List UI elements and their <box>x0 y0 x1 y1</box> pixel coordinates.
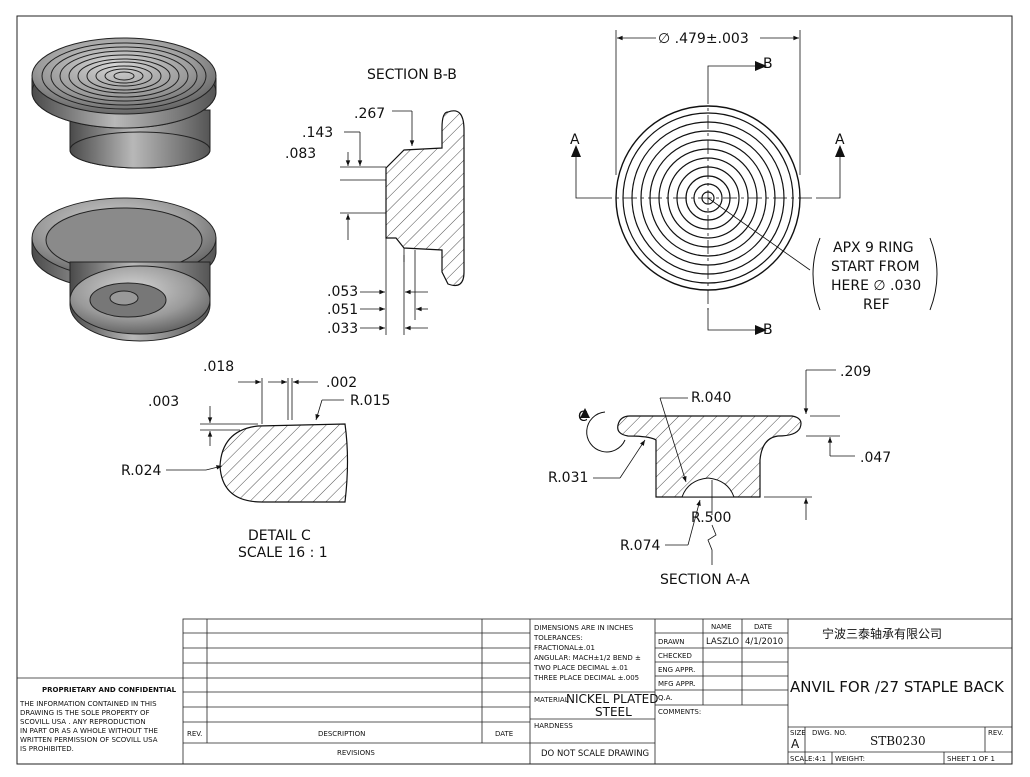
name-header: NAME <box>711 623 732 631</box>
label-a-right: A <box>835 132 845 148</box>
row-eng-appr: ENG APPR. <box>658 666 695 674</box>
dim-r500: R.500 <box>691 510 731 526</box>
description-header: DESCRIPTION <box>318 730 365 738</box>
tolerance-line: ANGULAR: MACH±1/2 BEND ± <box>534 654 641 662</box>
size-value: A <box>791 737 800 751</box>
dim-r040: R.040 <box>691 390 731 406</box>
iso-view-top <box>31 37 217 169</box>
section-aa-title: SECTION A-A <box>660 572 750 588</box>
title-block-text: PROPRIETARY AND CONFIDENTIAL THE INFORMA… <box>19 623 1005 763</box>
proprietary-line: DRAWING IS THE SOLE PROPERTY OF <box>20 709 150 717</box>
revisions-label: REVISIONS <box>337 749 375 757</box>
proprietary-line: IS PROHIBITED. <box>20 745 74 753</box>
row-checked: CHECKED <box>658 652 692 660</box>
material-value-1: NICKEL PLATED <box>566 692 658 706</box>
proprietary-heading: PROPRIETARY AND CONFIDENTIAL <box>42 686 177 694</box>
sheet-label: SHEET 1 OF 1 <box>947 755 995 763</box>
part-title: ANVIL FOR /27 STAPLE BACK <box>790 678 1005 696</box>
title-block <box>17 618 1013 765</box>
row-mfg-appr: MFG APPR. <box>658 680 696 688</box>
drawn-name: LASZLO <box>706 637 739 647</box>
svg-text:HERE ∅ .030: HERE ∅ .030 <box>831 278 921 294</box>
dim-002: .002 <box>326 375 357 391</box>
dim-267: .267 <box>354 106 385 122</box>
dim-209: .209 <box>840 364 871 380</box>
rev-label: REV. <box>988 729 1003 737</box>
hardness-label: HARDNESS <box>534 722 573 730</box>
dim-143: .143 <box>302 125 333 141</box>
company-name: 宁波三泰轴承有限公司 <box>822 626 942 641</box>
section-bb: SECTION B-B .267 .143 .083 .053 <box>285 67 465 337</box>
rev-header: REV. <box>187 730 202 738</box>
date-col-header: DATE <box>754 623 772 631</box>
scale-label: SCALE:4:1 <box>790 755 826 763</box>
dim-r024: R.024 <box>121 463 161 479</box>
svg-text:START FROM: START FROM <box>831 259 920 275</box>
tolerance-line: DIMENSIONS ARE IN INCHES <box>534 624 634 632</box>
size-label: SIZE <box>790 729 806 737</box>
weight-label: WEIGHT: <box>835 755 865 763</box>
ring-note: APX 9 RING START FROM HERE ∅ .030 REF <box>831 240 921 313</box>
detail-c-title: DETAIL C <box>248 528 311 544</box>
proprietary-line: IN PART OR AS A WHOLE WITHOUT THE <box>20 727 158 735</box>
detail-c-scale: SCALE 16 : 1 <box>238 545 328 561</box>
tolerance-line: FRACTIONAL±.01 <box>534 644 595 652</box>
proprietary-line: THE INFORMATION CONTAINED IN THIS <box>19 700 157 708</box>
dim-033: .033 <box>327 321 358 337</box>
label-b-bottom: B <box>763 322 773 338</box>
detail-c-callout: C <box>578 409 588 425</box>
section-aa: C .209 .047 R.040 R.031 R.500 R.074 SECT… <box>548 364 891 588</box>
dim-051: .051 <box>327 302 358 318</box>
dim-047: .047 <box>860 450 891 466</box>
dwg-no-label: DWG. NO. <box>812 729 847 737</box>
detail-c: .018 .002 .003 R.015 R.024 DETAIL C SCAL… <box>121 359 390 561</box>
material-label: MATERIAL <box>534 696 569 704</box>
section-bb-title: SECTION B-B <box>367 67 457 83</box>
row-qa: Q.A. <box>658 694 673 702</box>
svg-text:APX 9 RING: APX 9 RING <box>833 240 914 256</box>
dim-diameter: ∅ .479±.003 <box>658 31 749 47</box>
do-not-scale: DO NOT SCALE DRAWING <box>541 749 649 759</box>
dwg-no-value: STB0230 <box>870 734 926 748</box>
label-b-top: B <box>763 56 773 72</box>
iso-view-bottom <box>31 197 217 342</box>
label-a-left: A <box>570 132 580 148</box>
dim-r074: R.074 <box>620 538 660 554</box>
tolerance-line: THREE PLACE DECIMAL ±.005 <box>533 674 639 682</box>
dim-083: .083 <box>285 146 316 162</box>
proprietary-line: WRITTEN PERMISSION OF SCOVILL USA <box>20 736 158 744</box>
material-value-2: STEEL <box>595 705 632 719</box>
proprietary-line: SCOVILL USA . ANY REPRODUCTION <box>20 718 146 726</box>
tolerance-line: TWO PLACE DECIMAL ±.01 <box>533 664 628 672</box>
front-view: ∅ .479±.003 B B A A APX <box>570 30 938 338</box>
dim-r015: R.015 <box>350 393 390 409</box>
dim-003: .003 <box>148 394 179 410</box>
drawn-date: 4/1/2010 <box>745 637 783 647</box>
row-comments: COMMENTS: <box>658 708 701 716</box>
row-drawn: DRAWN <box>658 638 685 646</box>
tolerance-line: TOLERANCES: <box>533 634 583 642</box>
svg-text:REF: REF <box>863 297 890 313</box>
dim-053: .053 <box>327 284 358 300</box>
dim-r031: R.031 <box>548 470 588 486</box>
date-header: DATE <box>495 730 513 738</box>
dim-018: .018 <box>203 359 234 375</box>
